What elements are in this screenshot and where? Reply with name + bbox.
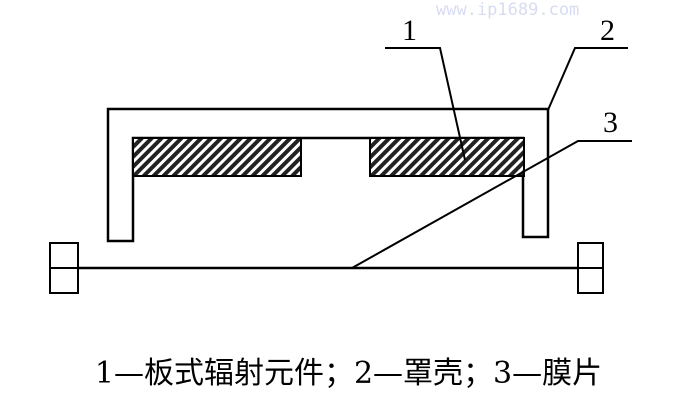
radiating-element-left	[132, 137, 302, 177]
leader-3	[351, 140, 632, 269]
leader-1	[385, 47, 466, 161]
label-1: 1	[402, 14, 417, 47]
leader-2	[547, 47, 628, 111]
radiating-element-right	[369, 137, 525, 177]
label-2: 2	[600, 14, 615, 47]
label-3: 3	[603, 106, 618, 139]
watermark: www.ip1689.com	[436, 0, 580, 20]
caption: 1—板式辐射元件；2—罩壳；3—膜片	[94, 356, 603, 391]
membrane-clamp-left	[49, 242, 79, 294]
membrane-clamp-right	[577, 242, 604, 294]
